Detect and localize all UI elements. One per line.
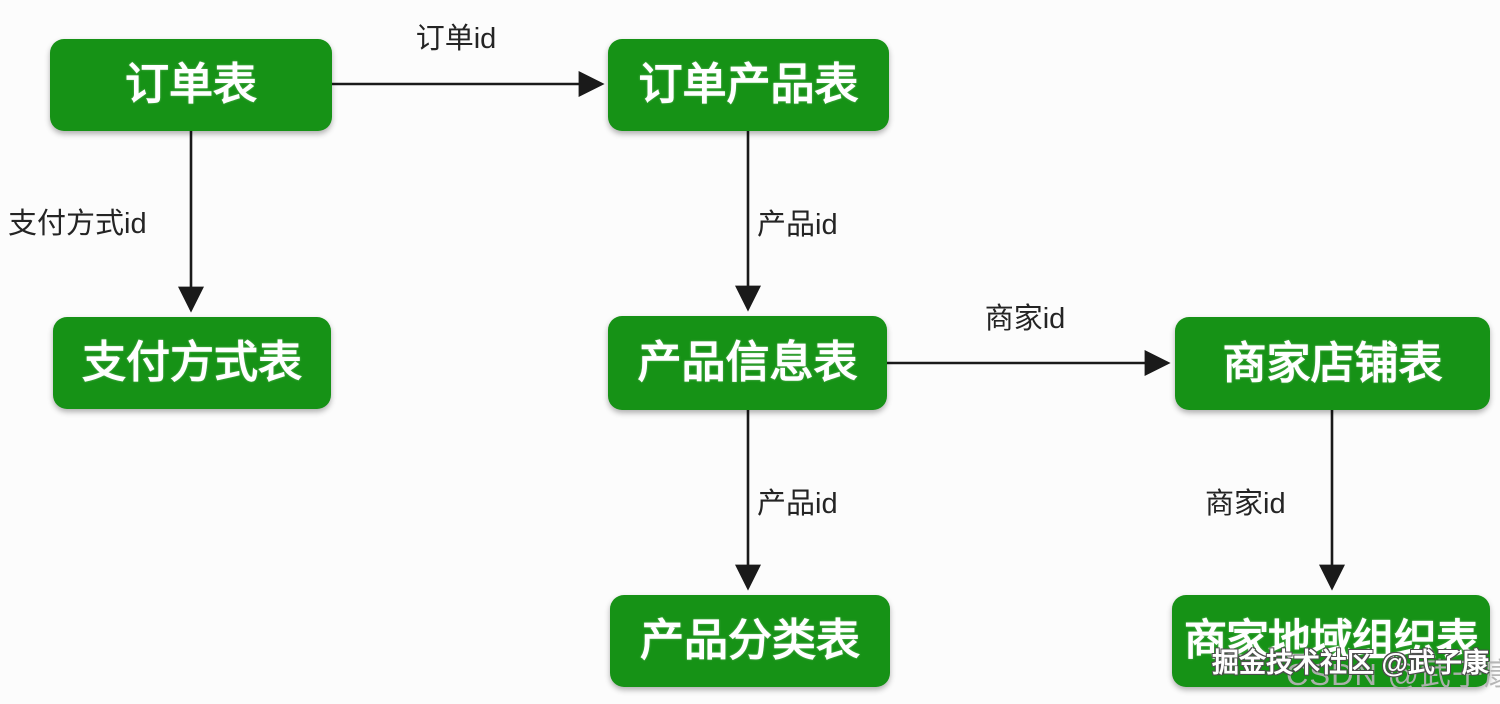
node-payment-method-table-label: 支付方式表	[82, 338, 302, 387]
edge-label-merchant-id-bottom: 商家id	[1205, 488, 1286, 520]
node-order-product-table-label: 订单产品表	[638, 60, 859, 109]
edge-label-product-id-top: 产品id	[757, 209, 838, 241]
node-product-info-table: 产品信息表	[608, 316, 887, 410]
watermark-csdn: CSDN @武子康	[1286, 657, 1500, 692]
node-product-category-table-label: 产品分类表	[640, 616, 860, 665]
node-order-product-table: 订单产品表	[608, 39, 889, 131]
node-merchant-region-table: 商家地域组织表	[1172, 595, 1490, 687]
node-product-category-table: 产品分类表	[610, 595, 890, 687]
edge-label-payment-method-id: 支付方式id	[8, 208, 147, 240]
node-payment-method-table: 支付方式表	[53, 317, 331, 409]
node-order-table-label: 订单表	[125, 60, 257, 109]
node-merchant-region-table-label: 商家地域组织表	[1184, 616, 1479, 665]
edge-label-merchant-id-top: 商家id	[984, 303, 1066, 335]
edge-label-order-id: 订单id	[415, 23, 497, 55]
node-merchant-shop-table-label: 商家店铺表	[1222, 338, 1443, 388]
edge-label-product-id-bottom: 产品id	[757, 488, 838, 520]
node-product-info-table-label: 产品信息表	[637, 338, 858, 387]
node-order-table: 订单表	[50, 39, 332, 131]
node-merchant-shop-table: 商家店铺表	[1175, 317, 1490, 410]
watermark-juejin: 掘金技术社区 @武子康	[1212, 648, 1489, 678]
